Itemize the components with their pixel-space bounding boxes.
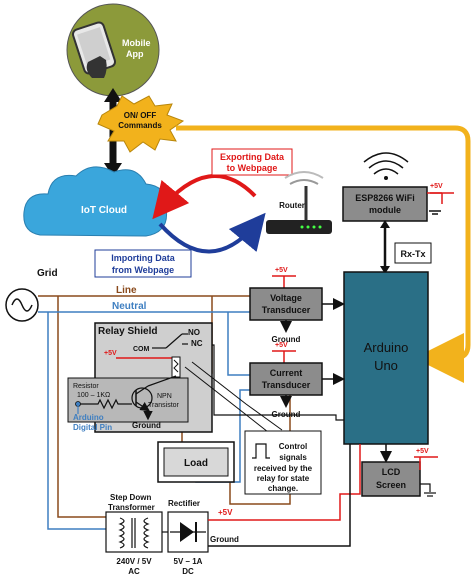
grid-source: Grid — [5, 268, 58, 322]
voltage-label-2: Transducer — [262, 305, 311, 315]
power-supply: Step Down Transformer Rectifier 240V / 5… — [105, 444, 361, 576]
wifi-icon — [363, 152, 409, 180]
resistor-value-label: 100 – 1KΩ — [77, 392, 110, 399]
importing-label-box: Importing Data from Webpage — [94, 249, 192, 278]
resistor-label: Resistor — [73, 383, 99, 390]
importing-label-1: Importing Data — [111, 253, 175, 263]
mobile-app-label-1: Mobile — [122, 38, 151, 48]
router-node: Router — [266, 171, 332, 234]
current-label-2: Transducer — [262, 380, 311, 390]
iot-cloud: IoT Cloud — [23, 166, 168, 237]
npn-label: NPN — [157, 393, 172, 400]
rxtx-box: Rx-Tx — [394, 242, 432, 264]
current-plus5v-label: +5V — [275, 342, 288, 349]
relay-no-label: NO — [188, 328, 200, 337]
arduino-uno-node: Arduino Uno — [343, 271, 429, 445]
relay-plus5v-label: +5V — [104, 350, 117, 357]
transformer-title-1: Step Down — [110, 493, 151, 502]
exporting-label-2: to Webpage — [227, 163, 278, 173]
relay-coil-icon — [171, 356, 181, 378]
rxtx-label: Rx-Tx — [400, 249, 425, 259]
mobile-app-node: Mobile App — [66, 3, 160, 97]
control-signals-box — [244, 430, 322, 495]
transformer-coil-icon — [118, 517, 150, 549]
esp8266-label-2: module — [369, 205, 401, 215]
rectifier-rating-2: DC — [182, 567, 194, 576]
pulse-signal-icon — [252, 443, 270, 459]
lcd-screen-box — [361, 461, 421, 497]
control-label-3: received by the — [254, 464, 313, 473]
lcd-plus5v-label: +5V — [416, 448, 429, 455]
voltage-transducer-node: +5V Voltage Transducer Ground — [249, 267, 345, 344]
voltage-label-1: Voltage — [270, 293, 302, 303]
import-arc-arrow — [158, 212, 266, 254]
voltage-plus5v-label: +5V — [275, 267, 288, 274]
control-label-1: Control — [279, 442, 307, 451]
arduino-pin-dot — [75, 401, 81, 407]
lcd-label-2: Screen — [376, 480, 406, 490]
exporting-label-box: Exporting Data to Webpage — [211, 148, 293, 176]
load-node: Load — [157, 441, 235, 483]
transformer-title-2: Transformer — [108, 503, 155, 512]
iot-cloud-label: IoT Cloud — [81, 205, 127, 216]
arduino-pin-label-1: Arduino — [73, 413, 104, 422]
arduino-uno-label-1: Arduino — [364, 340, 409, 355]
current-label-1: Current — [270, 368, 303, 378]
voltage-transducer-box — [249, 287, 323, 321]
transistor-label: Transistor — [148, 402, 180, 409]
commands-label-1: ON/ OFF — [124, 111, 157, 120]
esp-plus5v-label: +5V — [430, 183, 443, 190]
voltage-ground-label: Ground — [272, 335, 301, 344]
relay-shield-title: Relay Shield — [98, 326, 157, 337]
resistor-icon — [78, 398, 132, 410]
control-signals-callout: Control signals received by the relay fo… — [244, 430, 322, 495]
line-wire-label: Line — [116, 285, 137, 296]
export-arc-arrow — [152, 174, 257, 220]
control-label-2: signals — [279, 453, 307, 462]
diode-icon — [170, 522, 206, 542]
supply-ground-label: Ground — [210, 535, 239, 544]
relay-switch-icon — [152, 333, 188, 349]
relay-nc-label: NC — [191, 339, 203, 348]
transformer-rating-1: 240V / 5V — [116, 557, 152, 566]
exporting-label-1: Exporting Data — [220, 152, 285, 162]
transformer-box — [105, 511, 163, 553]
rectifier-rating-1: 5V – 1A — [174, 557, 203, 566]
esp8266-node: ESP8266 WiFi module +5V — [342, 152, 454, 222]
mobile-app-label-2: App — [126, 49, 144, 59]
relay-com-label: COM — [133, 346, 150, 353]
arduino-uno-label-2: Uno — [374, 358, 398, 373]
npn-transistor-icon — [131, 375, 177, 412]
relay-shield: Relay Shield NO NC COM +5V Resistor 100 … — [67, 322, 213, 433]
control-label-5: change. — [268, 484, 298, 493]
load-label: Load — [184, 458, 208, 469]
commands-label-2: Commands — [118, 121, 162, 130]
neutral-wire-label: Neutral — [112, 301, 147, 312]
commands-burst: ON/ OFF Commands — [97, 95, 185, 153]
esp8266-label-1: ESP8266 WiFi — [355, 193, 414, 203]
arduino-pin-label-2: Digital Pin — [73, 423, 112, 432]
command-path-arrow — [176, 125, 471, 383]
supply-plus5v-label: +5V — [218, 508, 233, 517]
rectifier-title: Rectifier — [168, 499, 200, 508]
grid-label: Grid — [37, 268, 58, 279]
router-icon — [266, 220, 332, 234]
transformer-rating-2: AC — [128, 567, 140, 576]
relay-ground-label: Ground — [132, 421, 161, 430]
importing-label-2: from Webpage — [112, 265, 174, 275]
lcd-label-1: LCD — [382, 467, 401, 477]
smartphone-icon — [71, 21, 117, 78]
router-label: Router — [279, 201, 305, 210]
esp-arduino-link — [380, 220, 390, 274]
lcd-screen-node: LCD Screen +5V — [361, 444, 438, 497]
current-transducer-node: +5V Current Transducer Ground — [249, 342, 345, 419]
control-label-4: relay for state — [257, 474, 310, 483]
